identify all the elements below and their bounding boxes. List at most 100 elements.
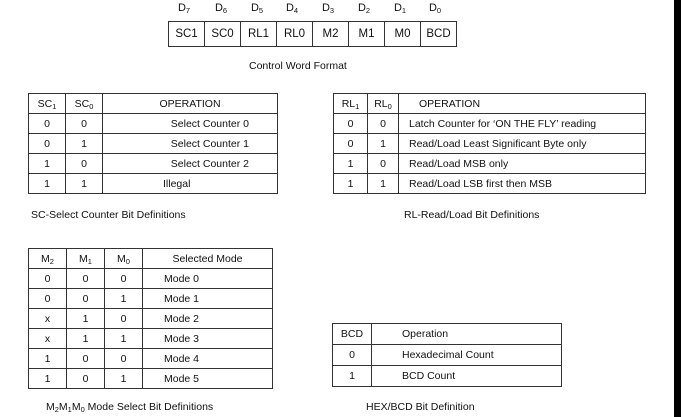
- table-cell: Select Counter 2: [102, 153, 278, 174]
- table-cell: RL1: [240, 21, 277, 47]
- table-cell: SC0: [204, 21, 241, 47]
- table-cell: 1: [104, 368, 143, 389]
- table-row: 1 1 Read/Load LSB first then MSB: [333, 173, 646, 194]
- column-header: SC1: [28, 93, 66, 114]
- table-cell: x: [28, 308, 67, 329]
- bit-label: D7: [177, 2, 191, 15]
- bit-label: D5: [250, 2, 264, 15]
- table-row: x 1 0 Mode 2: [28, 308, 273, 329]
- table-cell: M2: [312, 21, 349, 47]
- column-header: M0: [104, 248, 143, 269]
- table-row: SC1 SC0 RL1 RL0 M2 M1 M0 BCD: [168, 21, 457, 47]
- column-header: RL0: [367, 93, 399, 114]
- table-cell: 1: [367, 173, 399, 194]
- table-row: 1 0 1 Mode 5: [28, 368, 273, 389]
- table-cell: M1: [348, 21, 385, 47]
- table-header-row: BCD Operation: [332, 323, 562, 345]
- column-header: SC0: [65, 93, 103, 114]
- table-cell: 0: [66, 368, 105, 389]
- table-row: 0 1 Read/Load Least Significant Byte onl…: [333, 133, 646, 154]
- table-cell: 0: [66, 288, 105, 309]
- table-cell: Mode 2: [142, 308, 273, 329]
- table-cell: 1: [66, 328, 105, 349]
- table-cell: 0: [65, 113, 103, 134]
- column-header: OPERATION: [398, 93, 646, 114]
- column-header: M2: [28, 248, 67, 269]
- table-header-row: M2 M1 M0 Selected Mode: [28, 248, 273, 269]
- table-cell: BCD: [420, 21, 457, 47]
- bit-label: D4: [285, 2, 299, 15]
- table-cell: 1: [332, 365, 372, 387]
- table-cell: 1: [65, 133, 103, 154]
- table-cell: Read/Load Least Significant Byte only: [398, 133, 646, 154]
- table-cell: Latch Counter for ‘ON THE FLY’ reading: [398, 113, 646, 134]
- table-cell: 0: [28, 133, 66, 154]
- table-row: 0 0 0 Mode 0: [28, 268, 273, 289]
- table-cell: 0: [66, 348, 105, 369]
- rl-caption: RL-Read/Load Bit Definitions: [404, 209, 540, 221]
- table-cell: 1: [333, 173, 368, 194]
- table-row: 1 0 0 Mode 4: [28, 348, 273, 369]
- rl-definitions-table: RL1 RL0 OPERATION 0 0 Latch Counter for …: [333, 93, 646, 194]
- table-header-row: RL1 RL0 OPERATION: [333, 93, 646, 114]
- table-cell: Select Counter 0: [102, 113, 278, 134]
- column-header: Operation: [371, 323, 562, 345]
- table-row: 1 BCD Count: [332, 365, 562, 387]
- table-cell: 1: [104, 328, 143, 349]
- control-word-caption: Control Word Format: [249, 60, 347, 72]
- table-row: 0 1 Select Counter 1: [28, 133, 278, 154]
- table-cell: 0: [104, 268, 143, 289]
- table-cell: 0: [66, 268, 105, 289]
- table-row: x 1 1 Mode 3: [28, 328, 273, 349]
- table-cell: 1: [65, 173, 103, 194]
- table-cell: 0: [65, 153, 103, 174]
- table-cell: 0: [367, 113, 399, 134]
- column-header: M1: [66, 248, 105, 269]
- column-header: RL1: [333, 93, 368, 114]
- sc-definitions-table: SC1 SC0 OPERATION 0 0 Select Counter 0 0…: [28, 93, 278, 194]
- table-cell: SC1: [168, 21, 205, 47]
- mode-definitions-table: M2 M1 M0 Selected Mode 0 0 0 Mode 0 0 0 …: [28, 248, 273, 389]
- table-cell: 1: [333, 153, 368, 174]
- table-cell: 1: [28, 153, 66, 174]
- bcd-caption: HEX/BCD Bit Definition: [366, 401, 475, 413]
- bit-label: D0: [428, 2, 442, 15]
- sc-caption: SC-Select Counter Bit Definitions: [31, 209, 186, 221]
- table-row: 1 0 Read/Load MSB only: [333, 153, 646, 174]
- table-cell: M0: [384, 21, 421, 47]
- bit-label: D6: [214, 2, 228, 15]
- table-header-row: SC1 SC0 OPERATION: [28, 93, 278, 114]
- table-cell: 1: [28, 173, 66, 194]
- table-cell: 1: [28, 348, 67, 369]
- table-cell: Mode 3: [142, 328, 273, 349]
- table-cell: x: [28, 328, 67, 349]
- table-cell: 0: [28, 288, 67, 309]
- table-cell: Read/Load MSB only: [398, 153, 646, 174]
- table-cell: Illegal: [102, 173, 278, 194]
- table-row: 0 0 Latch Counter for ‘ON THE FLY’ readi…: [333, 113, 646, 134]
- table-cell: 0: [367, 153, 399, 174]
- table-cell: 0: [332, 344, 372, 366]
- table-cell: Mode 5: [142, 368, 273, 389]
- table-cell: Select Counter 1: [102, 133, 278, 154]
- table-row: 0 0 Select Counter 0: [28, 113, 278, 134]
- table-row: 0 Hexadecimal Count: [332, 344, 562, 366]
- table-row: 1 1 Illegal: [28, 173, 278, 194]
- table-cell: 1: [104, 288, 143, 309]
- table-cell: Hexadecimal Count: [371, 344, 562, 366]
- column-header: Selected Mode: [142, 248, 273, 269]
- column-header: OPERATION: [102, 93, 278, 114]
- table-row: 0 0 1 Mode 1: [28, 288, 273, 309]
- table-cell: 1: [28, 368, 67, 389]
- table-cell: BCD Count: [371, 365, 562, 387]
- table-row: 1 0 Select Counter 2: [28, 153, 278, 174]
- table-cell: 0: [333, 113, 368, 134]
- bit-label: D3: [321, 2, 335, 15]
- table-cell: 0: [104, 308, 143, 329]
- table-cell: 1: [367, 133, 399, 154]
- table-cell: 0: [28, 113, 66, 134]
- bit-label: D2: [357, 2, 371, 15]
- table-cell: 0: [104, 348, 143, 369]
- bit-label: D1: [393, 2, 407, 15]
